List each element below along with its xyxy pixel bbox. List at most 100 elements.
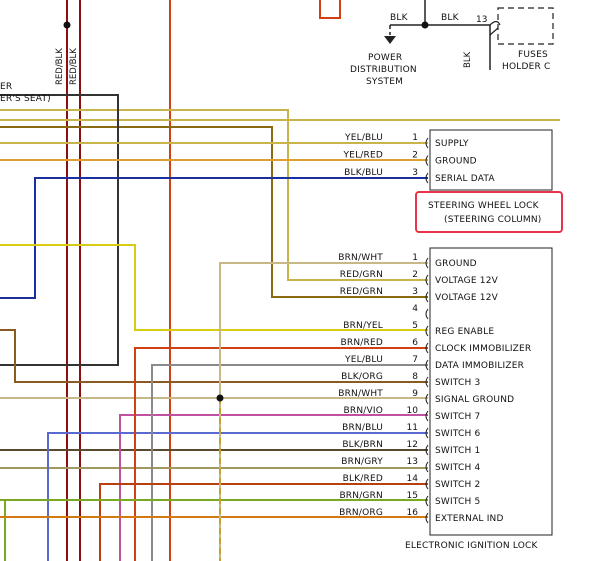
ignition-pin-1-terminal-icon xyxy=(425,257,429,269)
left-wires xyxy=(0,94,560,561)
steering-lock-highlight xyxy=(415,191,563,233)
ignition-pin-15-number: 15 xyxy=(407,491,418,501)
ignition-pin-9-number: 9 xyxy=(412,389,418,399)
ignition-pin-7-wire-label: YEL/BLU xyxy=(344,355,383,365)
ignition-pin-13-wire-label: BRN/GRY xyxy=(341,457,383,467)
wire-green-left xyxy=(0,499,6,561)
ignition-pin-14-number: 14 xyxy=(407,474,419,484)
wire-steer-supply-feed xyxy=(0,109,428,281)
label-pin13-fuse: 13 xyxy=(476,15,487,25)
ignition-pin-10-wire-label: BRN/VIO xyxy=(344,406,384,416)
ignition-pin-3-terminal-icon xyxy=(425,291,429,303)
ignition-pin-9-function: SIGNAL GROUND xyxy=(435,395,514,405)
label-blk-c: BLK xyxy=(463,51,473,68)
ignition-pin-9-terminal-icon xyxy=(425,393,429,405)
ignition-pin-11-function: SWITCH 6 xyxy=(435,429,481,439)
steering-pin-1-function: SUPPLY xyxy=(435,139,469,149)
ignition-pin-7-function: DATA IMMOBILIZER xyxy=(435,361,524,371)
label-left-1: ER xyxy=(0,82,12,92)
steering-pin-3-function: SERIAL DATA xyxy=(435,174,495,184)
ignition-pin-1-wire-label: BRN/WHT xyxy=(338,253,383,263)
ignition-pin-8-wire-label: BLK/ORG xyxy=(341,372,383,382)
label-fuses-1: FUSES xyxy=(518,50,548,60)
ignition-pin-1-number: 1 xyxy=(412,253,418,263)
splice-dot-blk xyxy=(421,21,429,29)
wire-pin11 xyxy=(47,432,428,561)
steering-pin-3-wire-label: BLK/BLU xyxy=(344,168,383,178)
ignition-pin-12-wire-label: BLK/BRN xyxy=(342,440,383,450)
ignition-pin-2-wire-label: RED/GRN xyxy=(340,270,383,280)
wire-pin6 xyxy=(134,347,428,561)
ignition-pin-15-wire-label: BRN/GRN xyxy=(339,491,383,501)
wire-pin3-steer xyxy=(0,177,428,299)
label-left-2: ER'S SEAT) xyxy=(0,94,51,104)
ignition-pin-5-number: 5 xyxy=(412,321,418,331)
label-pds-3: SYSTEM xyxy=(366,77,403,87)
steering-lock-connector xyxy=(429,129,553,191)
label-blk-b: BLK xyxy=(441,13,460,23)
fuse-lead xyxy=(489,27,499,36)
ignition-pin-15-terminal-icon xyxy=(425,495,429,507)
steering-pin-1-number: 1 xyxy=(412,133,418,143)
fuse-connector-icon xyxy=(489,20,501,26)
ignition-pin-3-wire-label: RED/GRN xyxy=(340,287,383,297)
ignition-pin-3-function: VOLTAGE 12V xyxy=(435,293,499,303)
ignition-pin-4-terminal-icon xyxy=(425,308,429,320)
ignition-pin-7-terminal-icon xyxy=(425,359,429,371)
pds-arrow-icon xyxy=(384,36,396,44)
steering-title-1: STEERING WHEEL LOCK xyxy=(428,201,540,211)
ignition-pin-14-wire-label: BLK/RED xyxy=(343,474,383,484)
wire-volt-feed xyxy=(0,126,428,298)
label-blk-a: BLK xyxy=(390,13,409,23)
wire-pin7 xyxy=(151,364,428,561)
wire-pin14 xyxy=(99,483,428,561)
steering-title-2: (STEERING COLUMN) xyxy=(444,215,542,225)
ignition-pin-15-function: SWITCH 5 xyxy=(435,497,480,507)
ignition-pin-2-function: VOLTAGE 12V xyxy=(435,276,499,286)
steering-pin-2-wire-label: YEL/RED xyxy=(342,151,383,161)
ignition-pin-7-number: 7 xyxy=(412,355,418,365)
ignition-pin-5-function: REG ENABLE xyxy=(435,327,494,337)
steering-pin-2-number: 2 xyxy=(412,151,418,161)
ignition-pin-8-number: 8 xyxy=(412,372,418,382)
steering-pin-3-terminal-icon xyxy=(425,172,429,184)
ignition-pin-16-wire-label: BRN/ORG xyxy=(339,508,383,518)
ignition-pin-5-terminal-icon xyxy=(425,325,429,337)
steering-pin-2-terminal-icon xyxy=(425,155,429,166)
ignition-pin-2-terminal-icon xyxy=(425,274,429,286)
ignition-pin-16-terminal-icon xyxy=(425,512,429,524)
ignition-pin-11-terminal-icon xyxy=(425,427,429,439)
ignition-pin-16-function: EXTERNAL IND xyxy=(435,514,504,524)
steering-pin-1-wire-label: YEL/BLU xyxy=(344,133,383,143)
ignition-pin-16-number: 16 xyxy=(407,508,419,518)
ignition-pin-10-number: 10 xyxy=(407,406,419,416)
wire-red-top xyxy=(319,0,341,19)
ignition-pin-12-function: SWITCH 1 xyxy=(435,446,480,456)
ignition-pin-4-number: 4 xyxy=(412,304,418,314)
splice-dot-ground xyxy=(216,394,224,402)
ignition-pin-8-terminal-icon xyxy=(425,376,429,388)
ignition-pin-1-function: GROUND xyxy=(435,259,477,269)
wire-blk-loop xyxy=(0,94,119,366)
ignition-pin-9-wire-label: BRN/WHT xyxy=(338,389,383,399)
ignition-pin-6-wire-label: BRN/RED xyxy=(341,338,383,348)
ignition-pin-6-number: 6 xyxy=(412,338,418,348)
ignition-pin-10-function: SWITCH 7 xyxy=(435,412,480,422)
label-fuses-2: HOLDER C xyxy=(502,62,550,72)
label-red-blk-1: RED/BLK xyxy=(55,48,65,85)
ignition-pin-12-number: 12 xyxy=(407,440,418,450)
ignition-pin-13-terminal-icon xyxy=(425,461,429,473)
ignition-pin-5-wire-label: BRN/YEL xyxy=(343,321,383,331)
ignition-pin-14-terminal-icon xyxy=(425,478,429,490)
ignition-pin-8-function: SWITCH 3 xyxy=(435,378,480,388)
wire-pin10 xyxy=(119,414,428,561)
label-pds-2: DISTRIBUTION xyxy=(350,65,417,75)
ignition-pin-11-number: 11 xyxy=(407,423,418,433)
ignition-pin-6-function: CLOCK IMMOBILIZER xyxy=(435,344,531,354)
label-red-blk-2: RED/BLK xyxy=(69,48,79,85)
ignition-pin-10-terminal-icon xyxy=(425,410,429,422)
wire-pin5 xyxy=(0,244,428,331)
